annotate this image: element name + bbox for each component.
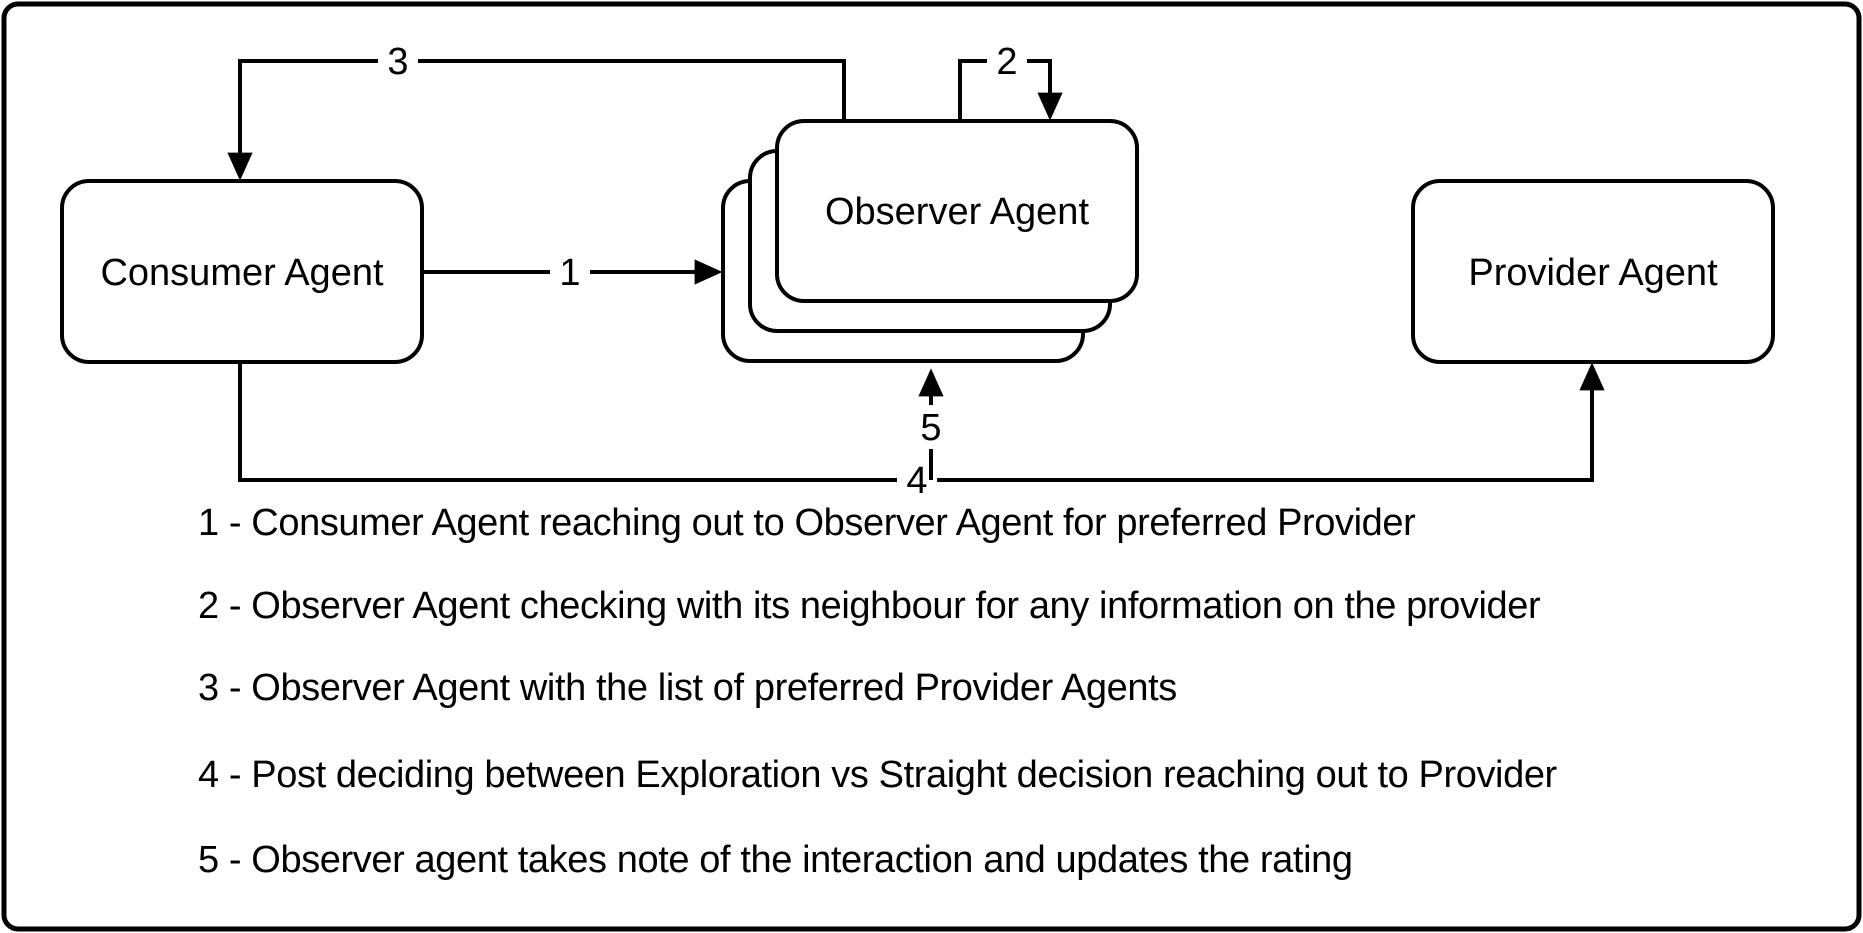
edge-3-label: 3 xyxy=(387,41,408,83)
consumer-agent-node: Consumer Agent xyxy=(60,179,424,364)
legend-item-2: 2 - Observer Agent checking with its nei… xyxy=(198,585,1541,627)
edge-2-label-chip xyxy=(987,39,1027,83)
legend-item-3: 3 - Observer Agent with the list of pref… xyxy=(198,667,1177,709)
edge-junction-to-observer: 5 xyxy=(911,368,951,480)
edge-4-label: 4 xyxy=(906,460,927,502)
edge-3-label-chip xyxy=(378,39,418,83)
edge-1-label: 1 xyxy=(559,252,580,294)
edge-3-connector xyxy=(227,59,846,181)
consumer-agent-label: Consumer Agent xyxy=(100,252,383,294)
legend: 1 - Consumer Agent reaching out to Obser… xyxy=(198,502,1558,881)
provider-agent-box xyxy=(1411,179,1775,364)
legend-item-1: 1 - Consumer Agent reaching out to Obser… xyxy=(198,502,1416,544)
observer-stack-card-front xyxy=(775,119,1139,303)
edge-2-label: 2 xyxy=(996,41,1017,83)
edge-consumer-to-observer: 1 xyxy=(422,250,723,294)
edge-observer-to-consumer: 3 xyxy=(227,39,846,181)
edge-observer-self-loop: 2 xyxy=(958,39,1063,121)
provider-agent-label: Provider Agent xyxy=(1468,252,1718,294)
edge-5-label: 5 xyxy=(920,407,941,449)
edge-1-label-chip xyxy=(550,250,590,294)
observer-agent-stack: Observer Agent xyxy=(721,119,1139,363)
observer-agent-label: Observer Agent xyxy=(825,191,1089,233)
legend-item-4: 4 - Post deciding between Exploration vs… xyxy=(198,754,1558,796)
legend-item-5: 5 - Observer agent takes note of the int… xyxy=(198,839,1353,881)
provider-agent-node: Provider Agent xyxy=(1411,179,1775,364)
edge-5-label-chip xyxy=(911,405,951,449)
